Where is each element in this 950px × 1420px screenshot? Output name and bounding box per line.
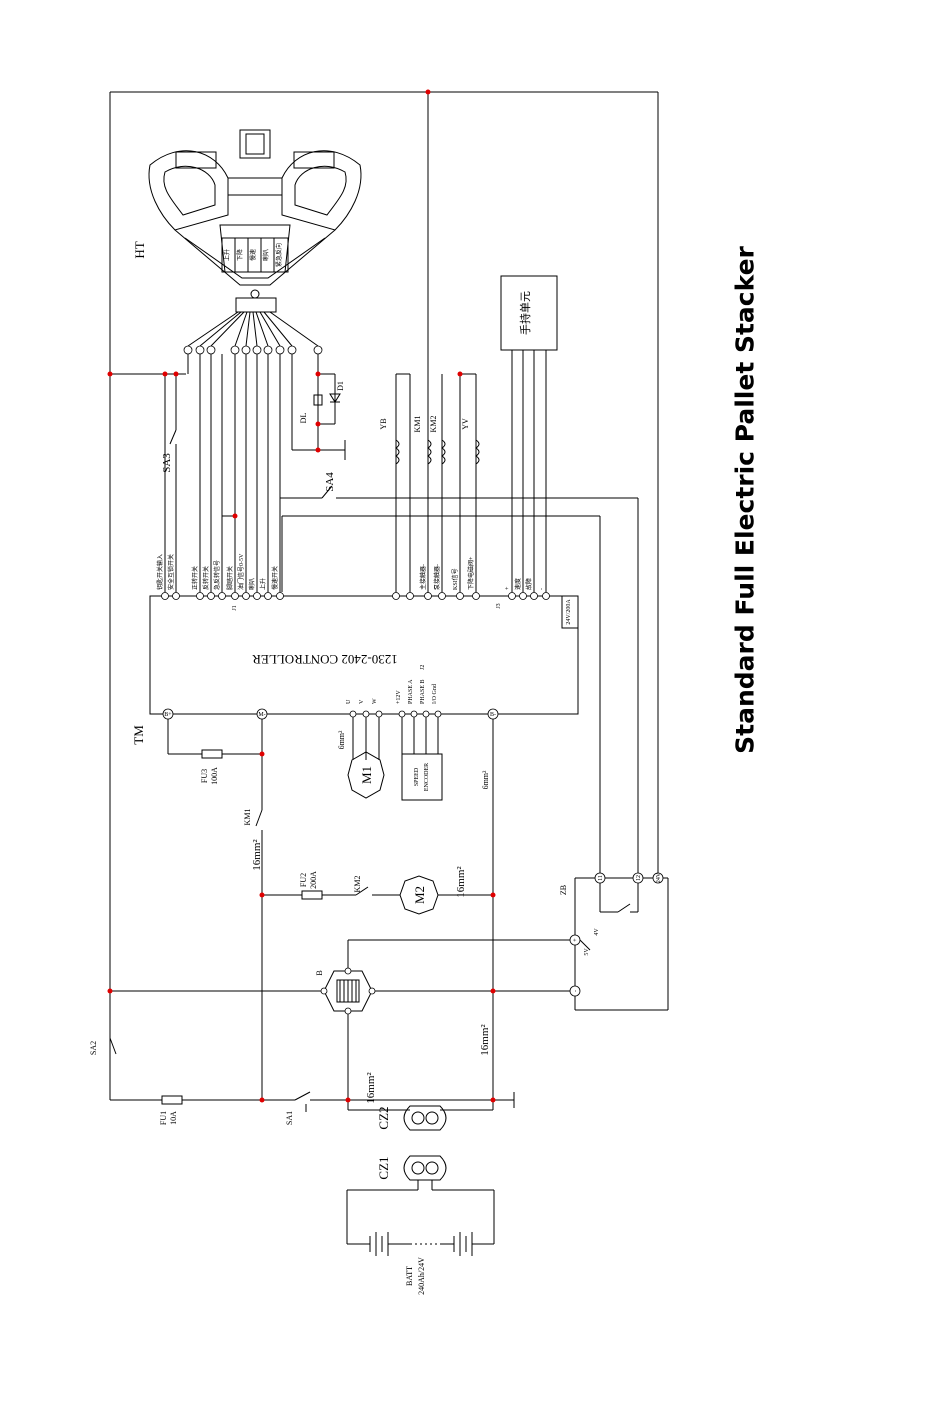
svg-text:24V: 24V	[656, 872, 662, 883]
switch-sa1-label: SA1	[285, 1111, 294, 1125]
encoder-pin-b: PHASE B	[420, 679, 426, 704]
terminal-u: U	[346, 699, 352, 704]
main-wire-gauge-4: 16mm²	[365, 1072, 377, 1104]
fuse-fu1-label: FU1	[159, 1111, 168, 1125]
pin-label: 慢速开关	[271, 566, 279, 590]
panel-label-2: 下降	[236, 249, 244, 261]
diode-d1-label: D1	[336, 381, 345, 391]
pin-label: 脚踏开关	[226, 566, 234, 590]
pin-label: 油门信号0-5V	[237, 553, 245, 590]
pin-label: 主接触器-	[419, 564, 427, 590]
pin-label: 上升	[259, 578, 267, 590]
pin-label: 反转开关	[202, 566, 210, 590]
main-wire-gauge-1: 16mm²	[251, 839, 263, 871]
junction-dots	[107, 89, 496, 1103]
lamp-dl-label: DL	[299, 413, 308, 424]
power-wiring: FU3 100A KM1 16mm² 6mm² FU2 200A KM2 M2 …	[89, 719, 580, 1125]
charger: 11 12 24V ZB + - 5V 4V	[559, 498, 669, 1011]
controller-rating: 24V/200A	[566, 599, 572, 625]
svg-text:12: 12	[636, 875, 642, 881]
pin-label: 喇叭	[248, 578, 256, 590]
battery-section: CZ2 CZ1 BATT 240Ah/24V	[346, 1100, 495, 1295]
switch-sa4-label: SA4	[324, 472, 336, 492]
indicator-b-label: B	[315, 970, 324, 975]
encoder-pin-a: PHASE A	[408, 679, 414, 704]
fuse-fu3-rating: 100A	[210, 767, 219, 785]
terminal-w: W	[372, 698, 378, 704]
handheld-unit: 手持单元	[500, 275, 558, 592]
pin-label: -	[539, 588, 545, 590]
contactor-km1-label: KM1	[243, 809, 252, 826]
motor-m1-label: M1	[359, 766, 374, 784]
coil-km1-label: KM1	[413, 416, 422, 433]
encoder-label-1: SPEED	[414, 767, 420, 786]
coil-yv-label: YV	[461, 418, 470, 430]
encoder-label-2: ENCODER	[424, 763, 430, 791]
connector-j3: J3	[496, 603, 502, 608]
pin-label: 泵接触器-	[433, 564, 441, 590]
terminal-bplus: B+	[164, 712, 172, 718]
panel-label-1: 上升	[223, 249, 231, 261]
handle-cable-fan	[187, 311, 319, 347]
bminus-wire-gauge: 6mm²	[481, 770, 490, 789]
panel-label-5: 紧急反向	[275, 243, 283, 267]
encoder-connector: J2	[420, 665, 426, 670]
controller: 24V/200A 1230-2402 CONTROLLER TM J1 J3 钥…	[131, 553, 579, 745]
motor-wire-gauge: 6mm²	[337, 730, 346, 749]
pin-label: 钥匙开关输入	[156, 554, 164, 590]
encoder-pin-12v: +12V	[396, 690, 402, 704]
panel-label-3: 慢速	[249, 249, 257, 261]
fuse-fu2-rating: 200A	[309, 871, 318, 889]
connector-j1: J1	[232, 605, 238, 610]
pin-label: KSI信号	[451, 568, 459, 590]
motor-m2-label: M2	[412, 886, 427, 904]
handle-wiring: SA3 D1 DL SA4	[161, 345, 638, 592]
svg-text:11: 11	[598, 875, 604, 881]
pin-label: 速度	[514, 578, 522, 590]
charger-label: ZB	[559, 885, 568, 895]
page-title: Standard Full Electric Pallet Stacker	[730, 246, 760, 754]
handle-code: HT	[132, 241, 147, 258]
charger-pin-4v: 4V	[594, 928, 600, 936]
charger-pin-plus: +	[573, 938, 579, 942]
terminal-bminus: B-	[490, 712, 496, 718]
encoder-pin-gnd: I/O Gnd	[432, 684, 438, 704]
battery-rating: 240Ah/24V	[417, 1257, 426, 1295]
top-wires	[109, 91, 659, 1100]
charger-pin-5v: 5V	[584, 948, 590, 956]
traction-motor: M1 6mm² SPEED ENCODER	[337, 717, 443, 801]
pin-label: 急反转信号	[213, 560, 221, 590]
connector-cz2-label: CZ2	[376, 1106, 391, 1129]
battery-label: BATT	[405, 1266, 414, 1286]
contactor-km2-label: KM2	[353, 876, 362, 893]
pin-label: +	[505, 586, 511, 590]
panel-label-4: 喇叭	[262, 249, 270, 261]
fuse-fu3-label: FU3	[200, 769, 209, 783]
switch-sa2-label: SA2	[89, 1041, 98, 1055]
handle-assembly: HT 上升 下降 慢速 喇叭 紧急反向	[132, 129, 362, 347]
switch-sa3-label: SA3	[161, 453, 173, 473]
pin-label: 故障	[525, 578, 533, 590]
terminal-v: V	[359, 699, 365, 704]
fuse-fu1-rating: 10A	[169, 1111, 178, 1125]
controller-model: 1230-2402 CONTROLLER	[252, 652, 398, 667]
handheld-unit-label: 手持单元	[518, 291, 532, 335]
coil-group: YB KM1 KM2 YV	[379, 373, 480, 592]
main-wire-gauge-3: 16mm²	[479, 1024, 491, 1056]
main-wire-gauge-2: 16mm²	[455, 866, 467, 898]
charger-pin-minus: -	[573, 990, 579, 992]
coil-yb-label: YB	[379, 418, 388, 429]
controller-code: TM	[131, 725, 146, 745]
pin-label: 下降电磁阀+	[467, 556, 475, 590]
pin-label: 正转开关	[191, 566, 199, 590]
pin-label: 安全互锁开关	[167, 554, 175, 590]
handle-panel: 上升 下降 慢速 喇叭 紧急反向	[221, 237, 289, 273]
connector-cz1-label: CZ1	[376, 1156, 391, 1179]
coil-km2-label: KM2	[429, 416, 438, 433]
fuse-fu2-label: FU2	[299, 873, 308, 887]
terminal-m: M-	[258, 712, 265, 718]
